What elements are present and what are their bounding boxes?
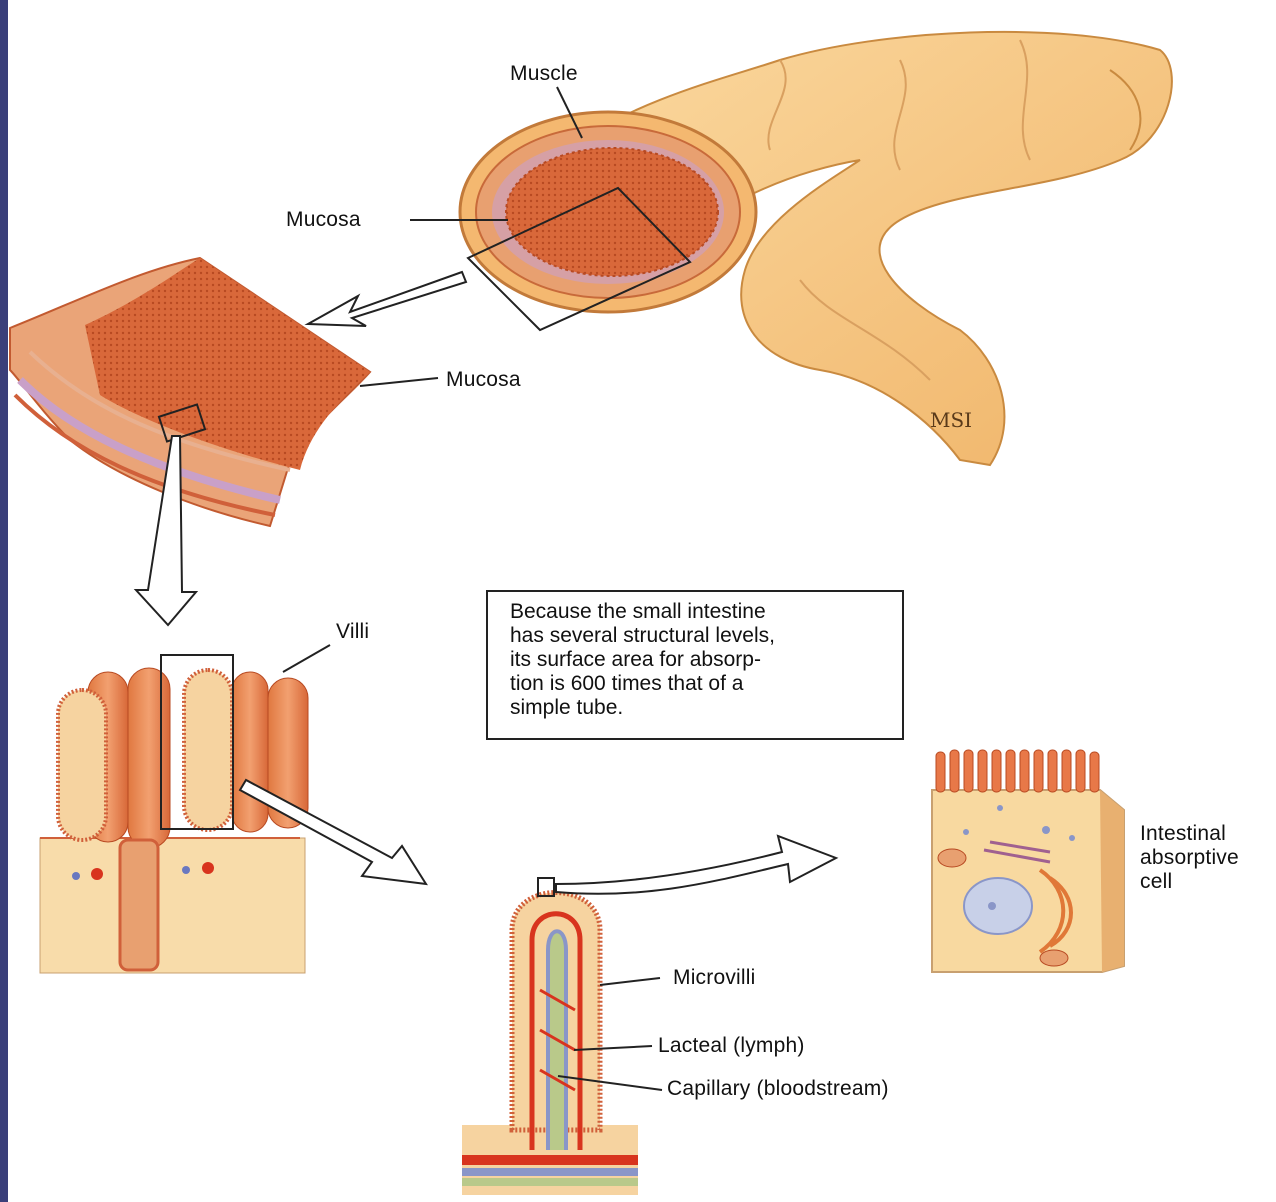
mucosa-section-leader-line — [360, 378, 438, 386]
microvilli-label: Microvilli — [673, 966, 756, 990]
zoom-arrow-1 — [308, 272, 466, 326]
surface-area-note: Because the small intestine has several … — [486, 590, 904, 740]
absorptive-cell-label: Intestinal absorptive cell — [1140, 822, 1239, 894]
zoom-arrow-4 — [556, 836, 836, 894]
villi-label: Villi — [336, 620, 369, 644]
muscle-label: Muscle — [510, 62, 578, 86]
intestine-tube — [460, 32, 1172, 465]
capillary-label: Capillary (bloodstream) — [667, 1077, 889, 1101]
villi-block — [40, 655, 308, 973]
mucosa-top-label: Mucosa — [286, 208, 361, 232]
absorptive-cell — [932, 750, 1124, 972]
single-villus — [462, 878, 638, 1195]
mucosa-section-label: Mucosa — [446, 368, 521, 392]
mucosa-section — [10, 258, 370, 526]
artist-signature: MSI — [930, 408, 972, 432]
villi-leader-line — [283, 645, 330, 672]
surface-area-note-text: Because the small intestine has several … — [510, 600, 902, 720]
microvilli-leader-line — [600, 978, 660, 985]
lacteal-label: Lacteal (lymph) — [658, 1034, 805, 1058]
